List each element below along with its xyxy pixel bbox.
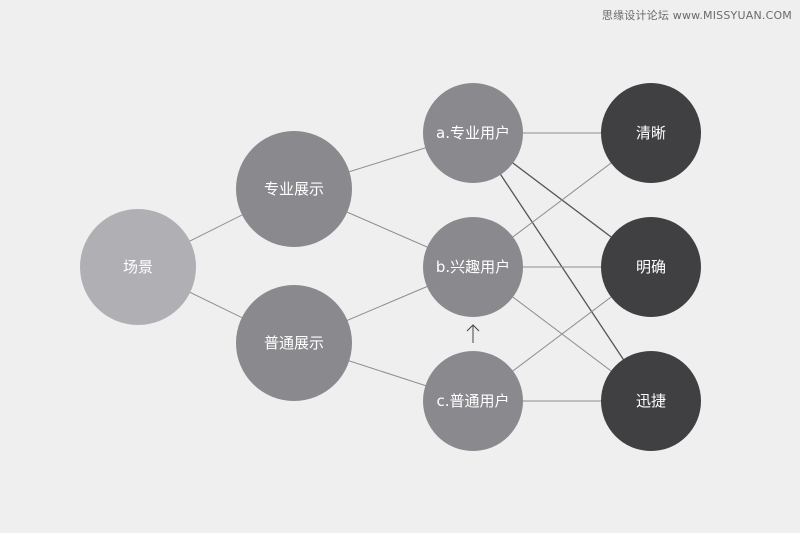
arrow-user-c-to-user-b <box>466 324 480 343</box>
node-user-a: a.专业用户 <box>423 83 523 183</box>
node-circle-explicit <box>601 217 701 317</box>
node-label-explicit: 明确 <box>636 258 666 276</box>
node-circle-user-a <box>423 83 523 183</box>
node-user-b: b.兴趣用户 <box>423 217 523 317</box>
node-label-normal-display: 普通展示 <box>264 334 324 352</box>
node-label-pro-display: 专业展示 <box>264 180 324 198</box>
node-circle-scene <box>80 209 196 325</box>
node-fast: 迅捷 <box>601 351 701 451</box>
node-circle-user-b <box>423 217 523 317</box>
node-normal-display: 普通展示 <box>236 285 352 401</box>
node-circle-pro-display <box>236 131 352 247</box>
node-label-scene: 场景 <box>123 258 153 276</box>
node-circle-fast <box>601 351 701 451</box>
node-label-fast: 迅捷 <box>636 392 666 410</box>
node-label-user-c: c.普通用户 <box>436 392 509 410</box>
edges-layer <box>137 132 652 402</box>
node-explicit: 明确 <box>601 217 701 317</box>
node-label-user-a: a.专业用户 <box>436 124 510 142</box>
node-circle-clear <box>601 83 701 183</box>
arrow-head <box>466 324 480 332</box>
node-label-user-b: b.兴趣用户 <box>436 258 510 276</box>
node-circle-user-c <box>423 351 523 451</box>
node-circle-normal-display <box>236 285 352 401</box>
arrows-layer <box>466 324 480 343</box>
node-label-clear: 清晰 <box>636 124 666 142</box>
node-user-c: c.普通用户 <box>423 351 523 451</box>
node-scene: 场景 <box>80 209 196 325</box>
node-clear: 清晰 <box>601 83 701 183</box>
node-pro-display: 专业展示 <box>236 131 352 247</box>
watermark: 思缘设计论坛 www.MISSYUAN.COM <box>601 9 792 22</box>
